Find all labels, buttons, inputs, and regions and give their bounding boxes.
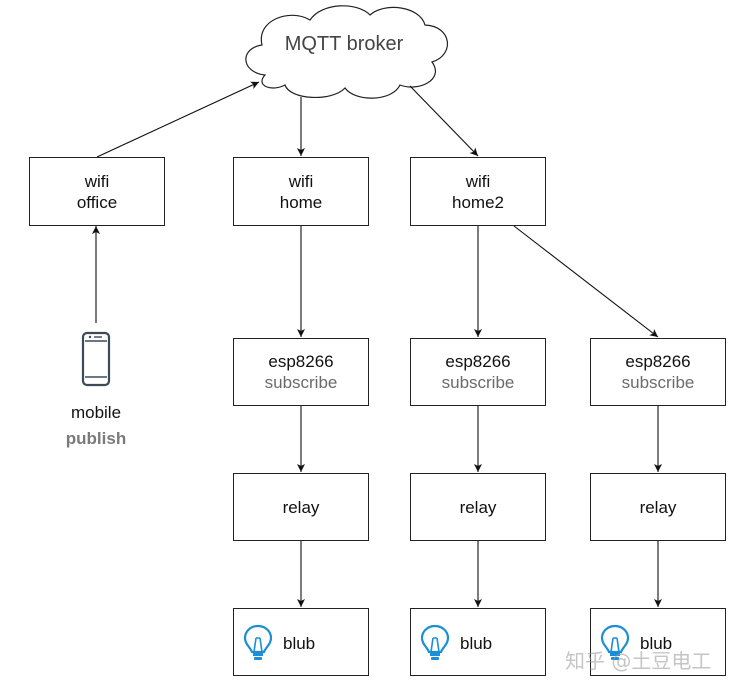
node-wifi-office: wifi office (29, 157, 165, 226)
node-relay-3: relay (590, 473, 726, 541)
node-role: subscribe (264, 373, 338, 392)
node-title: esp8266 (625, 352, 691, 371)
node-role: subscribe (621, 373, 695, 392)
edge-office-to-broker (96, 81, 260, 158)
node-blub-2: blub (410, 608, 546, 676)
node-line1: wifi (84, 171, 110, 191)
node-line2: office (76, 192, 118, 212)
node-label: relay (459, 497, 497, 517)
node-line1: wifi (465, 171, 491, 191)
node-label: blub (460, 634, 493, 653)
node-relay-2: relay (410, 473, 546, 541)
lightbulb-icon (420, 624, 450, 660)
node-line2: home2 (452, 192, 504, 212)
broker-label: MQTT broker (284, 33, 404, 55)
node-label: relay (639, 497, 677, 517)
node-blub-3: blub (590, 608, 726, 676)
mobile-label: mobile (70, 403, 122, 422)
node-wifi-home2: wifi home2 (410, 157, 546, 226)
node-label: relay (282, 497, 320, 517)
node-label: blub (640, 634, 673, 653)
node-role: subscribe (441, 373, 515, 392)
node-line2: home (279, 192, 323, 212)
lightbulb-icon (243, 624, 273, 660)
watermark-text: 知乎 @土豆电工 (565, 649, 712, 673)
node-title: esp8266 (445, 352, 511, 371)
edge-home2-to-esp3 (513, 225, 659, 338)
node-line1: wifi (288, 171, 314, 191)
mobile-role-label: publish (65, 429, 127, 448)
node-relay-1: relay (233, 473, 369, 541)
node-esp8266-3: esp8266 subscribe (590, 338, 726, 406)
node-wifi-home: wifi home (233, 157, 369, 226)
node-title: esp8266 (268, 352, 334, 371)
node-esp8266-1: esp8266 subscribe (233, 338, 369, 406)
node-blub-1: blub (233, 608, 369, 676)
node-label: blub (283, 634, 316, 653)
lightbulb-icon (600, 624, 630, 660)
cloud-shape (245, 5, 449, 99)
node-esp8266-2: esp8266 subscribe (410, 338, 546, 406)
smartphone-icon (81, 331, 111, 387)
edge-broker-to-home2 (409, 85, 479, 157)
